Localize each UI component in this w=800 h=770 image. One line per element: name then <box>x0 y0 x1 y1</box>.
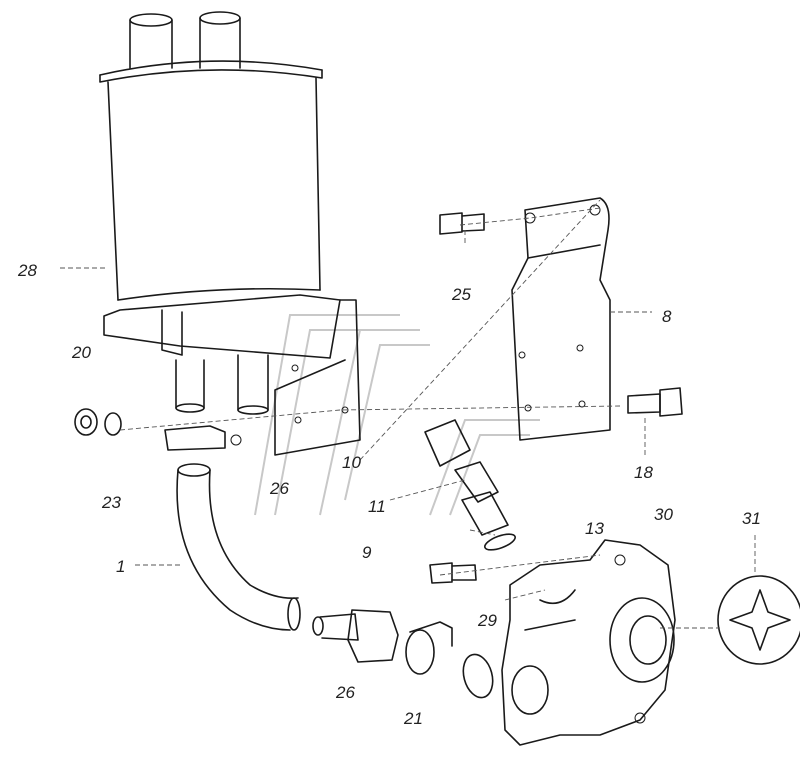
label-20: 20 <box>71 343 91 362</box>
label-9: 9 <box>362 543 372 562</box>
hose-1 <box>176 463 301 631</box>
nut-washer-23 <box>74 408 122 436</box>
o-ring-13 <box>484 533 516 551</box>
union-fitting-26 <box>312 609 399 663</box>
reservoir-tank <box>99 11 361 456</box>
label-25: 25 <box>451 285 471 304</box>
watermark-logo <box>254 314 540 516</box>
bolt-25 <box>439 212 485 235</box>
leader-lines <box>60 199 756 629</box>
label-10: 10 <box>342 453 361 472</box>
power-steering-pump <box>501 539 676 746</box>
label-26-upper: 26 <box>269 479 289 498</box>
label-8: 8 <box>662 307 672 326</box>
pump-cover-31 <box>717 575 800 665</box>
hose-clamp-upper <box>164 425 242 451</box>
fitting-11 <box>424 419 509 536</box>
bolt-18 <box>627 387 683 417</box>
label-13: 13 <box>585 519 604 538</box>
clamp-21 <box>405 621 494 699</box>
label-31: 31 <box>742 509 761 528</box>
callout-labels: 28 20 25 8 10 18 23 26 11 30 31 13 9 1 2… <box>17 261 761 728</box>
label-29: 29 <box>477 611 497 630</box>
label-18: 18 <box>634 463 653 482</box>
pump-bolt <box>429 562 477 584</box>
label-21: 21 <box>403 709 423 728</box>
label-11: 11 <box>368 497 386 516</box>
label-1: 1 <box>116 557 125 576</box>
mounting-bracket <box>511 197 611 441</box>
label-30: 30 <box>654 505 673 524</box>
label-23: 23 <box>101 493 121 512</box>
label-28: 28 <box>17 261 37 280</box>
label-26-lower: 26 <box>335 683 355 702</box>
